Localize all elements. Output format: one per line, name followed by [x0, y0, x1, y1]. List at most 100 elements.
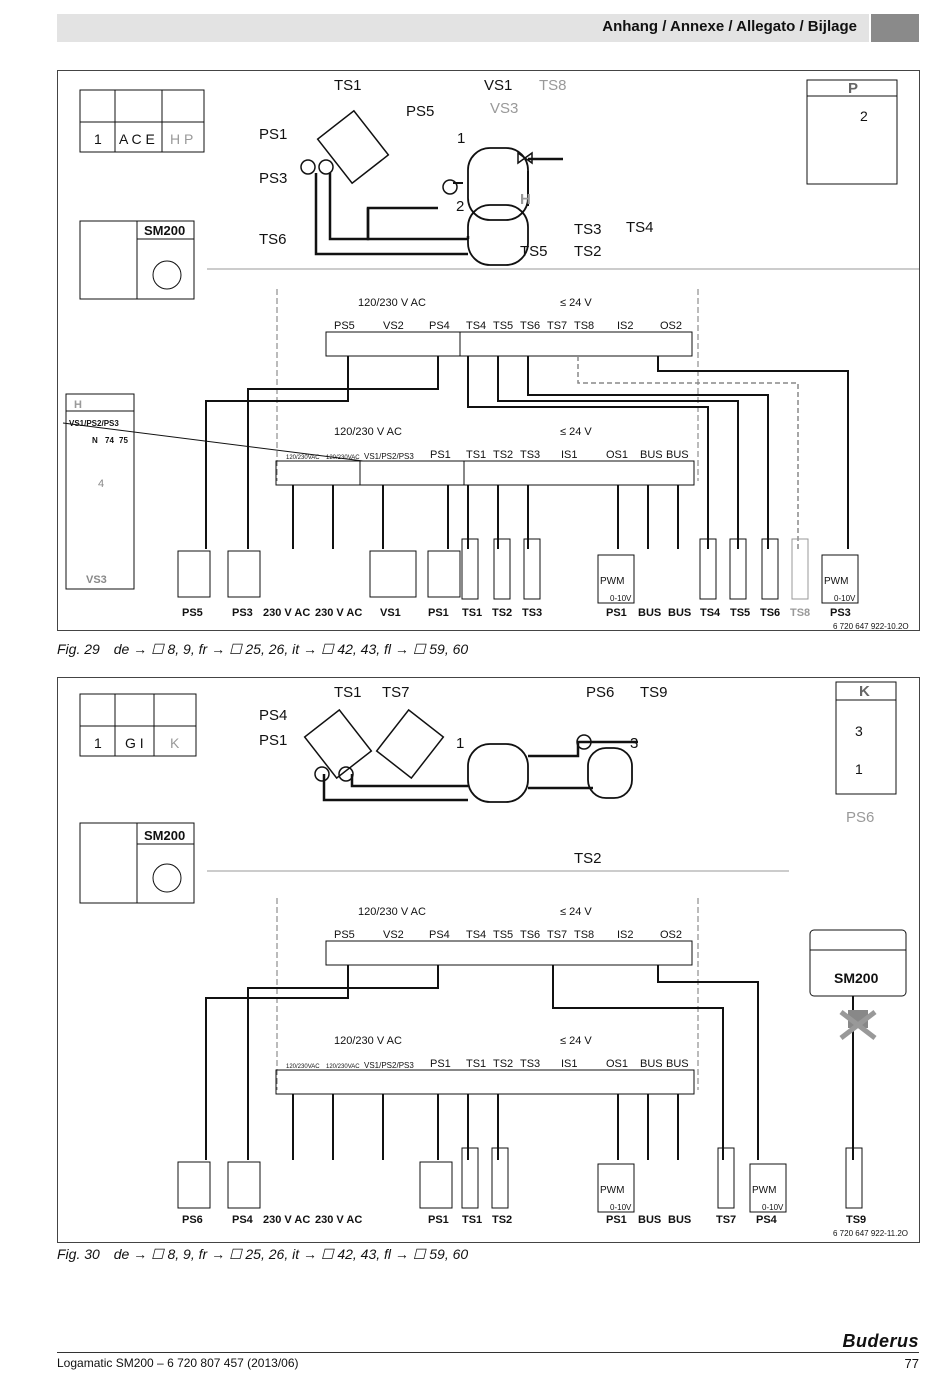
- sm200-label: SM200: [144, 223, 185, 238]
- tank-2: [467, 204, 529, 266]
- bottom-ts5: TS5: [730, 607, 750, 619]
- upper2-group-os2: OS2: [660, 929, 682, 941]
- code-box-2: [79, 693, 197, 757]
- pwm-label-2: PWM: [824, 576, 848, 587]
- voltage-label-2: 0-10V: [834, 594, 856, 603]
- k-box-num-3: 3: [855, 723, 863, 739]
- h-box-pin-75: 75: [119, 436, 128, 445]
- label2-ts2: TS2: [574, 850, 602, 867]
- label2-ps6: PS6: [586, 684, 614, 701]
- bottom2-bus-1: BUS: [638, 1214, 661, 1226]
- k-box-num-1: 1: [855, 761, 863, 777]
- lower-group-bus-1: BUS: [640, 449, 663, 461]
- lower2-group-ps1: PS1: [430, 1058, 451, 1070]
- code2-3: K: [170, 735, 180, 751]
- fig30-caption-num: Fig. 30: [57, 1246, 100, 1262]
- upper-group-ts6: TS6: [520, 320, 540, 332]
- lower-group-2: 120/230VAC: [326, 455, 360, 461]
- upper-group-is2: IS2: [617, 320, 634, 332]
- lower2-group-bus-2: BUS: [666, 1058, 689, 1070]
- lower-group-3: VS1/PS2/PS3: [364, 452, 414, 461]
- label-ts8: TS8: [539, 77, 567, 94]
- upper2-group-ts4: TS4: [466, 929, 486, 941]
- bottom2-ts2: TS2: [492, 1214, 512, 1226]
- bottom-ts4: TS4: [700, 607, 721, 619]
- bottom-ts1: TS1: [462, 607, 482, 619]
- bottom-ps3: PS3: [232, 607, 253, 619]
- lower-group-ts1: TS1: [466, 449, 486, 461]
- code2-2: G I: [125, 735, 144, 751]
- lower2-group-1: 120/230VAC: [286, 1064, 320, 1070]
- lower2-group-bus-1: BUS: [640, 1058, 663, 1070]
- fig29-caption: Fig. 29 de → ☐ 8, 9, fr → ☐ 25, 26, it →…: [57, 641, 468, 658]
- upper2-group-ps5: PS5: [334, 929, 355, 941]
- lower2-group-is1: IS1: [561, 1058, 578, 1070]
- bottom-bus-2: BUS: [668, 607, 691, 619]
- bottom2-230vac-2: 230 V AC: [315, 1214, 362, 1226]
- header-title: Anhang / Annexe / Allegato / Bijlage: [602, 18, 857, 35]
- upper2-group-ps4: PS4: [429, 929, 450, 941]
- code-3: H P: [170, 131, 193, 147]
- label2-ps4: PS4: [259, 707, 287, 724]
- upper2-group-ts5: TS5: [493, 929, 513, 941]
- fig29-caption-num: Fig. 29: [57, 641, 100, 657]
- label-ps3: PS3: [259, 170, 287, 187]
- k-box-pump: PS6: [846, 809, 874, 826]
- upper-group-ps5: PS5: [334, 320, 355, 332]
- label-ts2: TS2: [574, 243, 602, 260]
- solar-collector-2: [375, 708, 445, 780]
- lower2-group-3: VS1/PS2/PS3: [364, 1061, 414, 1070]
- bottom-230vac-1: 230 V AC: [263, 607, 310, 619]
- lower-group-1: 120/230VAC: [286, 455, 320, 461]
- upper2-dc-label: ≤ 24 V: [560, 906, 592, 918]
- label-vs3: VS3: [490, 100, 518, 117]
- bottom2-bus-2: BUS: [668, 1214, 691, 1226]
- lower2-ac-label: 120/230 V AC: [334, 1035, 402, 1047]
- bottom2-ts9: TS9: [846, 1214, 866, 1226]
- upper2-ac-label: 120/230 V AC: [358, 906, 426, 918]
- header-tab: [871, 14, 919, 42]
- bottom-ts2: TS2: [492, 607, 512, 619]
- code2-1: 1: [94, 735, 102, 751]
- tank-1: [467, 147, 529, 221]
- label-ts3: TS3: [574, 221, 602, 238]
- h-box-title: H: [74, 399, 82, 411]
- footer-doc: Logamatic SM200 – 6 720 807 457 (2013/06…: [57, 1356, 299, 1370]
- k-box: [835, 681, 897, 795]
- upper2-group-ts7: TS7: [547, 929, 567, 941]
- fig30-caption-refs: de → ☐ 8, 9, fr → ☐ 25, 26, it → ☐ 42, 4…: [113, 1246, 469, 1262]
- solar-collector-1: [303, 708, 373, 780]
- bottom2-ps1-pwm: PS1: [606, 1214, 627, 1226]
- lower2-group-ts2: TS2: [493, 1058, 513, 1070]
- solar-collector: [316, 109, 390, 185]
- label-ts5: TS5: [520, 243, 548, 260]
- h-box: [65, 393, 135, 590]
- bottom-vs1: VS1: [380, 607, 401, 619]
- bottom2-230vac-1: 230 V AC: [263, 1214, 310, 1226]
- lower-group-os1: OS1: [606, 449, 628, 461]
- lower2-group-os1: OS1: [606, 1058, 628, 1070]
- code-2: A C E: [119, 131, 155, 147]
- label2-ps1: PS1: [259, 732, 287, 749]
- tank-4: [587, 747, 633, 799]
- bottom-ts6: TS6: [760, 607, 780, 619]
- letter-h: H: [520, 191, 531, 208]
- bottom-ts8: TS8: [790, 607, 810, 619]
- upper-group-ts8: TS8: [574, 320, 594, 332]
- number2-3: 3: [630, 735, 638, 752]
- lower2-group-ts3: TS3: [520, 1058, 540, 1070]
- upper-dc-label: ≤ 24 V: [560, 297, 592, 309]
- upper-group-ps4: PS4: [429, 320, 450, 332]
- upper2-group-is2: IS2: [617, 929, 634, 941]
- fig30-caption: Fig. 30 de → ☐ 8, 9, fr → ☐ 25, 26, it →…: [57, 1246, 468, 1263]
- label2-ts1: TS1: [334, 684, 362, 701]
- code-1: 1: [94, 131, 102, 147]
- sm200-side-label: SM200: [834, 970, 879, 986]
- sm200-label-2: SM200: [144, 828, 185, 843]
- upper2-group-vs2: VS2: [383, 929, 404, 941]
- bottom2-ts7: TS7: [716, 1214, 736, 1226]
- lower-group-ps1: PS1: [430, 449, 451, 461]
- lower-group-is1: IS1: [561, 449, 578, 461]
- lower2-dc-label: ≤ 24 V: [560, 1035, 592, 1047]
- upper-strip-terminals: [325, 331, 693, 357]
